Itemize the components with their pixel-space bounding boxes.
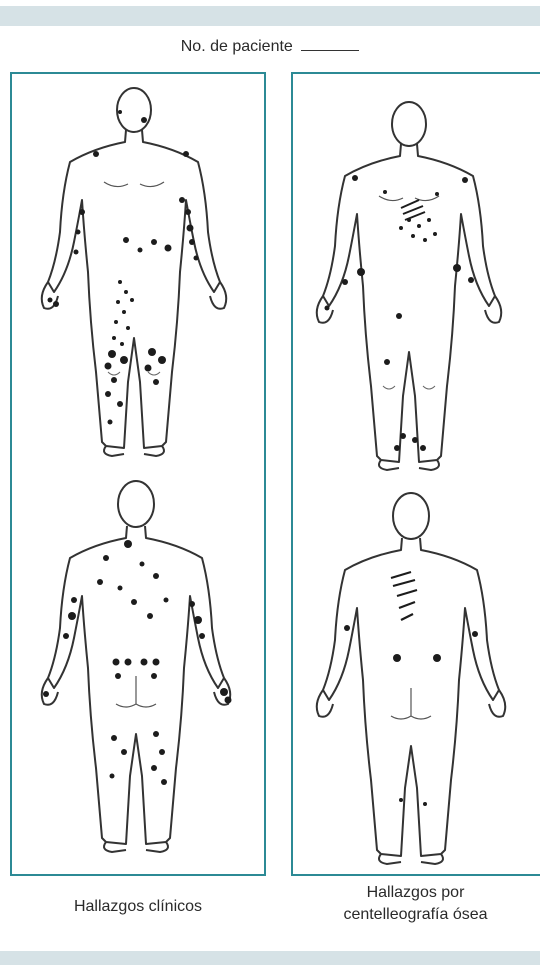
bone-scan-panel: [291, 72, 540, 876]
bone-scan-caption: Hallazgos por centelleografía ósea: [291, 882, 540, 926]
patient-number-row: No. de paciente: [0, 38, 540, 56]
bone-front-rib-marks: [401, 200, 425, 220]
bottom-band: [0, 951, 540, 965]
bone-scan-body-chart: [293, 74, 540, 874]
clinical-findings-caption-text: Hallazgos clínicos: [74, 898, 202, 915]
back-figure: [42, 481, 232, 852]
clinical-findings-panel: [10, 72, 266, 876]
top-band: [0, 6, 540, 26]
clinical-body-chart: [12, 74, 264, 874]
bone-back-rib-marks: [391, 572, 417, 620]
clinical-findings-caption: Hallazgos clínicos: [10, 896, 266, 918]
bone-front-lesions: [325, 175, 475, 451]
bone-scan-caption-line1: Hallazgos por: [291, 882, 540, 904]
front-figure: [317, 102, 502, 470]
front-figure: [42, 88, 227, 456]
clinical-front-lesions: [48, 110, 199, 425]
back-figure: [317, 493, 506, 864]
bone-scan-caption-line2: centelleografía ósea: [291, 904, 540, 926]
patient-number-blank: [301, 38, 359, 51]
patient-number-label: No. de paciente: [181, 38, 293, 55]
